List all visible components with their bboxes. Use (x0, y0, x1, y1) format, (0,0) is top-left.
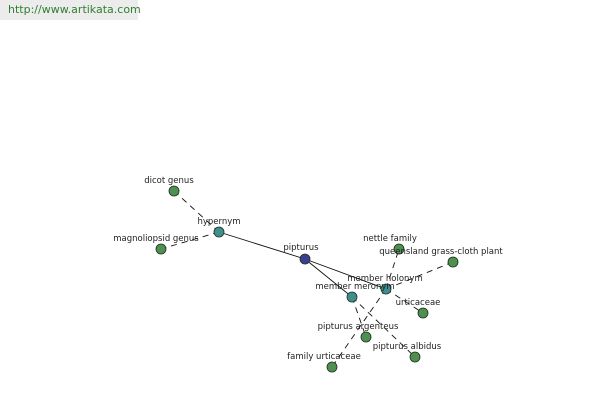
edges (160, 190, 454, 368)
label-queensland-grass-cloth-plant[interactable]: queensland grass-cloth plant (379, 247, 503, 257)
label-pipturus[interactable]: pipturus (283, 243, 319, 253)
labels: dicot genus hypernym magnoliopsid genus … (113, 176, 503, 362)
node-pipturus-argenteus[interactable] (360, 331, 372, 343)
label-family-urticaceae[interactable]: family urticaceae (287, 352, 361, 362)
label-pipturus-argenteus[interactable]: pipturus argenteus (318, 322, 399, 332)
site-url[interactable]: http://www.artikata.com (0, 0, 141, 20)
label-urticaceae[interactable]: urticaceae (396, 298, 441, 308)
node-member-meronym[interactable] (346, 291, 358, 303)
edge-member-holonym-queensland (385, 261, 454, 290)
label-hypernym[interactable]: hypernym (197, 217, 240, 227)
label-member-holonym[interactable]: member holonym (347, 274, 422, 284)
node-dicot-genus[interactable] (168, 185, 180, 197)
label-member-meronym[interactable]: member meronym (315, 282, 394, 292)
label-dicot-genus[interactable]: dicot genus (144, 176, 194, 186)
label-pipturus-albidus[interactable]: pipturus albidus (373, 342, 442, 352)
node-queensland-grass-cloth-plant[interactable] (447, 256, 459, 268)
node-magnoliopsid-genus[interactable] (155, 243, 167, 255)
edge-member-holonym-family-urticaceae (331, 288, 387, 368)
label-nettle-family[interactable]: nettle family (363, 234, 417, 244)
label-magnoliopsid-genus[interactable]: magnoliopsid genus (113, 234, 199, 244)
node-nettle-family[interactable] (393, 243, 405, 255)
edge-pipturus-member-meronym (304, 258, 353, 298)
edge-member-holonym-urticaceae (385, 288, 424, 314)
edge-member-meronym-pipturus-albidus (351, 296, 416, 358)
edge-member-holonym-nettle-family (385, 248, 400, 290)
node-hypernym[interactable] (213, 226, 225, 238)
node-pipturus[interactable] (299, 253, 311, 265)
node-urticaceae[interactable] (417, 307, 429, 319)
nodes (155, 185, 459, 373)
node-member-holonym[interactable] (380, 283, 392, 295)
edge-pipturus-member-holonym (304, 258, 387, 290)
node-pipturus-albidus[interactable] (409, 351, 421, 363)
edge-member-meronym-pipturus-argenteus (351, 296, 367, 338)
edge-pipturus-hypernym (218, 231, 306, 260)
node-family-urticaceae[interactable] (326, 361, 338, 373)
